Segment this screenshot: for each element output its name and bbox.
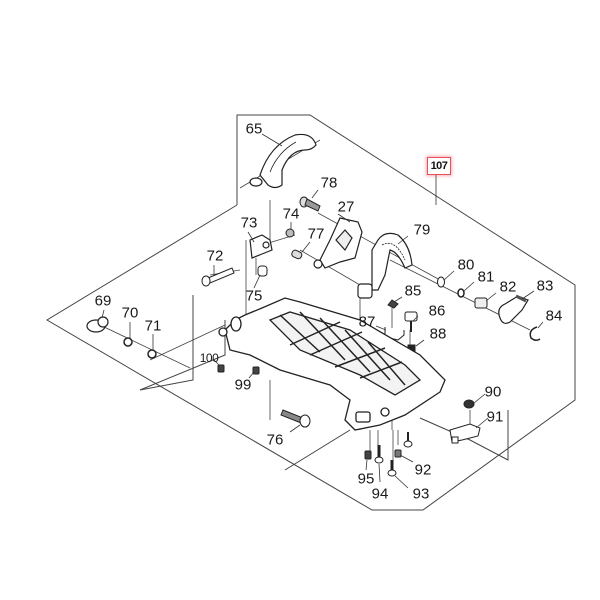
part-95-screw: [364, 450, 372, 460]
part-73-hinge: [249, 234, 273, 259]
frame-line-bottom-left: [284, 429, 351, 471]
part-label-84: 84: [545, 307, 563, 325]
part-80-washer: [437, 276, 445, 288]
part-label-70: 70: [121, 304, 139, 322]
part-label-79: 79: [413, 221, 431, 239]
part-label-95: 95: [357, 470, 375, 488]
part-label-75: 75: [245, 287, 263, 305]
part-71-washer: [147, 349, 157, 359]
part-76-screw: [280, 409, 311, 428]
part-label-99: 99: [234, 376, 252, 394]
part-72-bolt: [201, 267, 235, 287]
part-86-screw-knob: [404, 311, 418, 332]
part-69-knob: [86, 316, 109, 333]
part-label-93: 93: [412, 485, 430, 503]
part-82-bushing: [474, 297, 488, 309]
part-90-knob: [463, 399, 475, 409]
part-91-clamp: [449, 423, 481, 444]
part-94-bolt: [374, 445, 384, 464]
part-label-90: 90: [484, 383, 502, 401]
part-label-100: 100: [199, 351, 219, 365]
part-label-69: 69: [94, 292, 112, 310]
part-65-handle: [249, 133, 317, 189]
leader-lines: [101, 133, 544, 489]
subassembly-frame-left: [139, 295, 194, 391]
part-label-65: 65: [245, 120, 263, 138]
part-label-82: 82: [499, 278, 517, 296]
part-78-screw: [299, 196, 321, 212]
part-100-screw: [217, 364, 225, 373]
part-label-71: 71: [144, 317, 162, 335]
part-label-73: 73: [240, 214, 258, 232]
part-75-pin: [257, 265, 268, 277]
part-label-88: 88: [429, 325, 447, 343]
part-label-76: 76: [266, 431, 284, 449]
part-label-94: 94: [371, 485, 389, 503]
part-label-81: 81: [477, 268, 495, 286]
part-79-lever: [357, 232, 413, 299]
part-label-74: 74: [282, 205, 300, 223]
part-27-bracket: [313, 217, 363, 269]
part-label-83: 83: [536, 277, 554, 295]
part-label-86: 86: [428, 302, 446, 320]
part-label-27: 27: [337, 198, 355, 216]
part-83-lever: [498, 294, 529, 324]
part-74-nut: [285, 228, 295, 238]
part-81-washer: [457, 288, 465, 298]
part-label-77: 77: [307, 225, 325, 243]
part-92-screw: [394, 449, 402, 458]
part-label-85: 85: [404, 282, 422, 300]
part-label-72: 72: [206, 247, 224, 265]
part-label-80: 80: [457, 256, 475, 274]
part-70-washer: [123, 337, 133, 347]
base-plate: [218, 297, 446, 431]
part-label-92: 92: [414, 461, 432, 479]
part-small-screw: [403, 432, 413, 448]
part-label-87: 87: [358, 313, 376, 331]
part-93-pin: [387, 460, 397, 477]
part-84-e-clip: [529, 326, 541, 342]
assembly-lines: [99, 139, 531, 460]
part-label-78: 78: [320, 174, 338, 192]
part-85-spring: [387, 299, 399, 309]
part-label-91: 91: [486, 408, 504, 426]
part-77-pin: [291, 249, 303, 260]
subassembly-frame-right: [419, 410, 509, 461]
part-99-screw: [252, 366, 260, 375]
assembly-callout-107[interactable]: 107: [427, 157, 451, 175]
